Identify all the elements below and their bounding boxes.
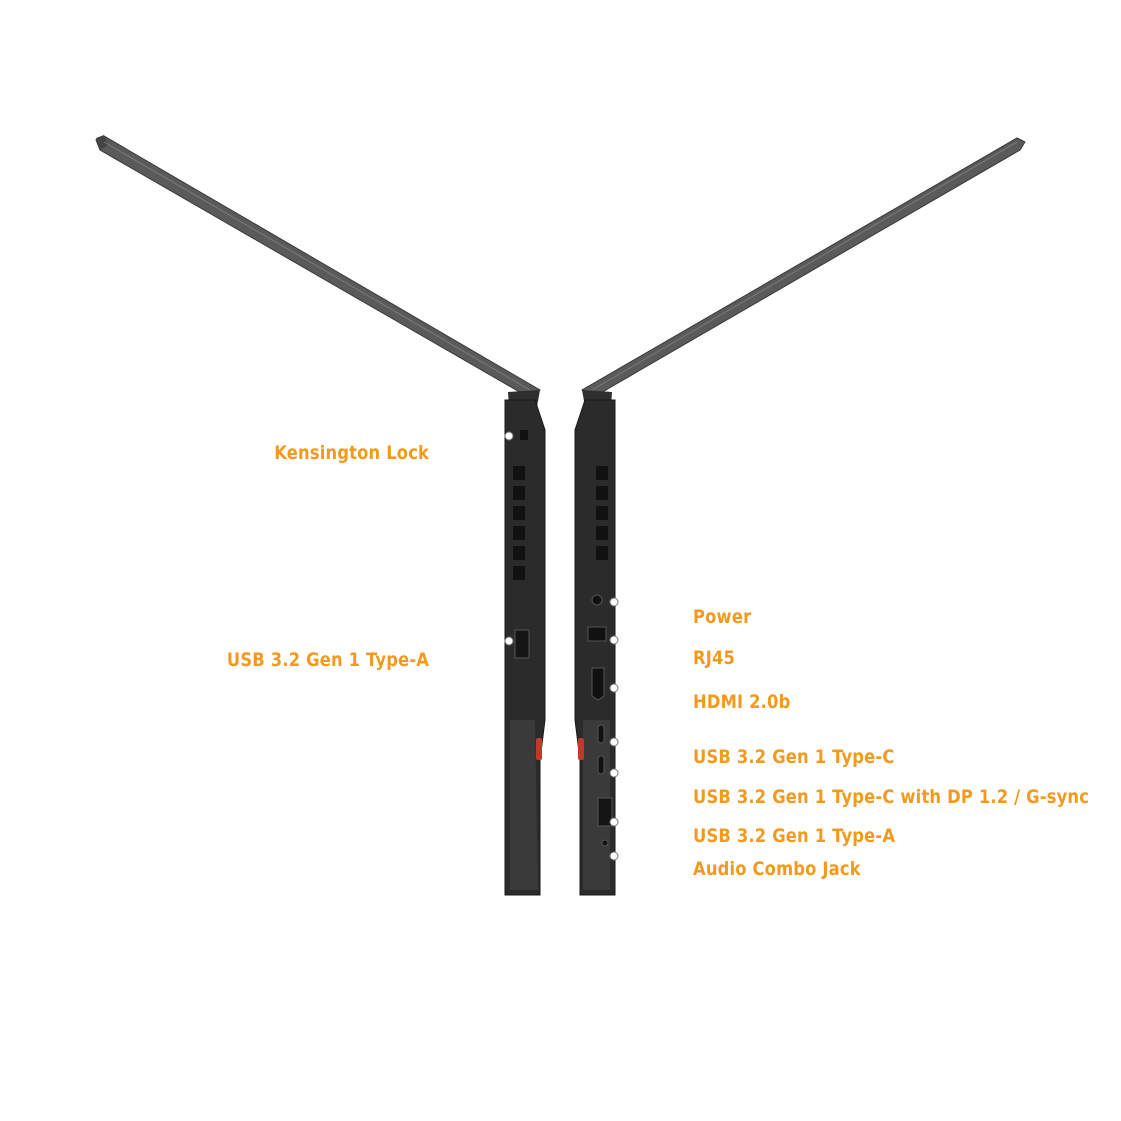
label-usb-type-c: USB 3.2 Gen 1 Type-C [693,746,895,768]
left-usb-a-port [514,629,530,659]
label-usb-type-c-dp: USB 3.2 Gen 1 Type-C with DP 1.2 / G-syn… [693,786,1090,808]
right-red-accent [578,738,584,760]
label-hdmi: HDMI 2.0b [693,691,791,713]
label-audio-combo-jack: Audio Combo Jack [693,858,861,880]
right-power-port [591,594,603,606]
label-power: Power [693,606,752,628]
left-red-accent [536,738,542,760]
left-laptop [95,135,546,896]
right-rj45-port [587,626,607,642]
left-vents [513,466,525,580]
right-usb-a-port [597,797,613,827]
label-rj45: RJ45 [693,647,736,669]
right-hdmi-port [591,667,605,701]
right-lid [581,137,1026,399]
label-kensington-lock: Kensington Lock [274,442,429,464]
left-kensington-port [520,430,528,440]
label-right-usb-type-a: USB 3.2 Gen 1 Type-A [693,825,896,847]
right-vents [596,466,608,560]
label-left-usb-type-a: USB 3.2 Gen 1 Type-A [226,649,429,671]
right-laptop [574,137,1026,896]
right-usb-c-dp-port [597,755,605,775]
right-usb-c-port [597,724,605,744]
right-audio-port [601,839,609,847]
